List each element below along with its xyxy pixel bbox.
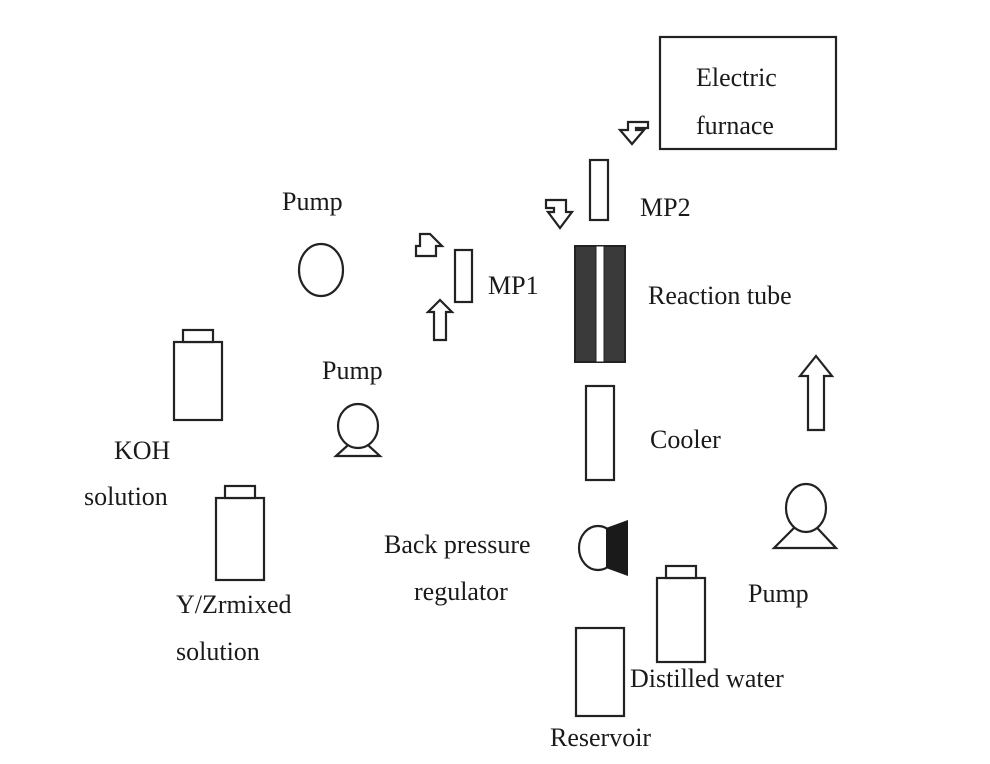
label-pump-water: Pump — [748, 579, 809, 608]
label-pump-yzr: Pump — [322, 356, 383, 385]
label-koh: KOH — [114, 436, 171, 465]
flow-furnace-arrow-icon — [617, 120, 650, 146]
label-electric: Electric — [696, 63, 777, 92]
pipe-yzr-to-pump — [235, 426, 338, 488]
reaction-tube — [595, 245, 605, 363]
yzr-bottle-cap — [223, 484, 257, 500]
water-bottle — [655, 576, 707, 664]
label-reaction-tube: Reaction tube — [648, 281, 792, 310]
koh-bottle-cap — [181, 328, 215, 344]
flow-turn-down-arrow-icon — [544, 198, 575, 230]
label-regulator: regulator — [414, 577, 508, 606]
label-yzr-solution: solution — [176, 637, 260, 666]
flow-arrow-up-icon — [425, 298, 455, 342]
bpr-valve-head — [606, 520, 628, 576]
label-yzr: Y/Zrmixed — [176, 590, 292, 619]
mp1-mixing-point — [453, 248, 474, 304]
pump-koh-icon — [297, 242, 345, 298]
pump-water-icon — [784, 482, 828, 534]
reservoir-container — [574, 626, 626, 718]
pipe-mp1-to-mp2 — [461, 184, 590, 262]
pipe-koh-to-pump — [193, 268, 300, 330]
cooler-box — [584, 384, 616, 482]
pump-yzr-icon — [336, 402, 380, 450]
water-bottle-cap — [664, 564, 698, 580]
label-distilled-water: Distilled water — [630, 664, 784, 693]
yzr-bottle — [214, 496, 266, 582]
flow-arrow-up-right-icon — [797, 354, 835, 432]
koh-bottle — [172, 340, 224, 422]
mp2-mixing-point — [588, 158, 610, 222]
pipe-inner-white — [193, 102, 868, 630]
electric-furnace-box — [658, 35, 838, 151]
pipe-pump-to-furnace — [826, 102, 868, 510]
label-reservoir: Reservoir — [550, 723, 651, 752]
label-back-pressure: Back pressure — [384, 530, 531, 559]
flow-turn-arrow-icon — [414, 232, 445, 258]
label-koh-solution: solution — [84, 482, 168, 511]
pipe-pump-to-mp1-bottom — [376, 300, 465, 430]
label-mp2: MP2 — [640, 193, 691, 222]
label-pump-koh: Pump — [282, 187, 343, 216]
label-mp1: MP1 — [488, 271, 539, 300]
pipe-water-to-pump — [679, 506, 788, 571]
label-furnace: furnace — [696, 111, 774, 140]
label-cooler: Cooler — [650, 425, 721, 454]
